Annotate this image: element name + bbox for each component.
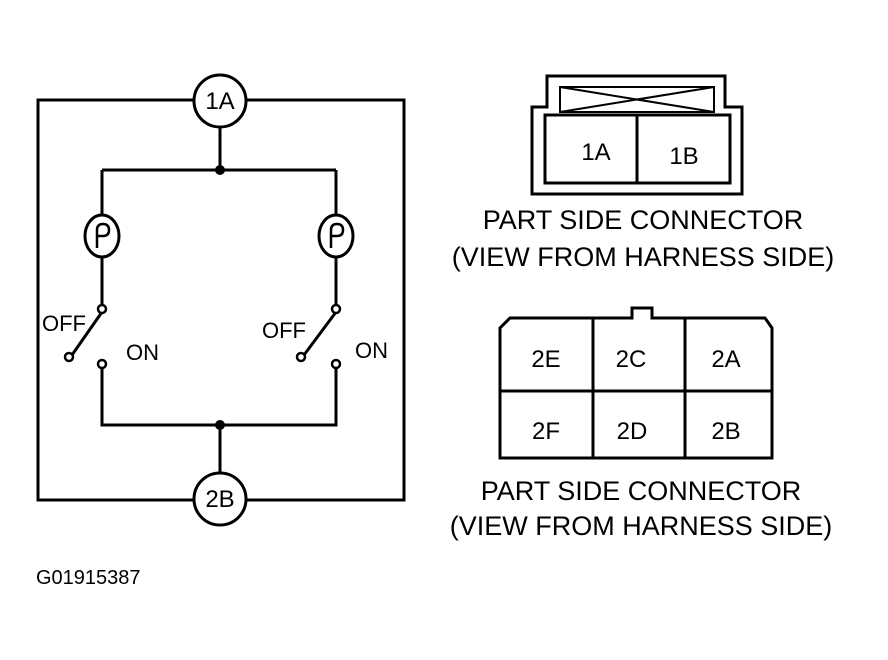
figure-code: G01915387: [36, 567, 141, 589]
connector-1-latch: [559, 86, 715, 113]
terminal-1a-circle: [192, 73, 248, 129]
left-switch-off-label: OFF: [42, 311, 86, 336]
terminal-2b-circle: [192, 471, 248, 527]
top-junction-dot: [215, 165, 225, 175]
left-switch-off-contact: [63, 351, 75, 363]
connector-2-pin-2e: 2E: [531, 346, 560, 373]
right-switch-on-contact: [330, 358, 342, 370]
right-switch-off-label: OFF: [262, 318, 306, 343]
left-switch-lever: [70, 311, 104, 356]
switch-contacts: [63, 303, 342, 370]
left-lamp-icon: [83, 213, 121, 259]
terminal-1a-label: 1A: [205, 88, 234, 115]
bottom-junction-dot: [215, 420, 225, 430]
left-switch-on-contact: [96, 358, 108, 370]
connector-1-pin-1a: 1A: [581, 139, 610, 166]
connector-2-pin-2b: 2B: [711, 418, 740, 445]
right-switch-on-label: ON: [355, 338, 388, 363]
connector-1-housing: [530, 74, 744, 196]
left-switch-pivot: [96, 303, 108, 315]
connector-2-pin-2a: 2A: [711, 346, 740, 373]
right-switch-lever: [302, 311, 338, 356]
connector-2-pin-2d: 2D: [617, 418, 648, 445]
outer-loop-wire: [36, 98, 406, 502]
connector-2-pin-2f: 2F: [532, 418, 560, 445]
connector-2-pin-2c: 2C: [616, 346, 647, 373]
connector-2: [498, 306, 774, 460]
connector-2-caption-line1: PART SIDE CONNECTOR: [481, 476, 802, 506]
connector-2-housing: [498, 306, 774, 460]
connector-1-caption-line1: PART SIDE CONNECTOR: [483, 205, 804, 235]
right-switch-off-contact: [295, 351, 307, 363]
connector-1: [530, 74, 744, 196]
schematic: [36, 98, 406, 502]
terminal-2b-label: 2B: [205, 486, 234, 513]
connector-1-pin-1b: 1B: [669, 143, 698, 170]
right-switch-pivot: [330, 303, 342, 315]
connector-1-caption-line2: (VIEW FROM HARNESS SIDE): [452, 242, 835, 272]
connector-2-caption-line2: (VIEW FROM HARNESS SIDE): [450, 511, 833, 541]
right-lamp-icon: [317, 213, 355, 259]
left-switch-on-label: ON: [126, 340, 159, 365]
